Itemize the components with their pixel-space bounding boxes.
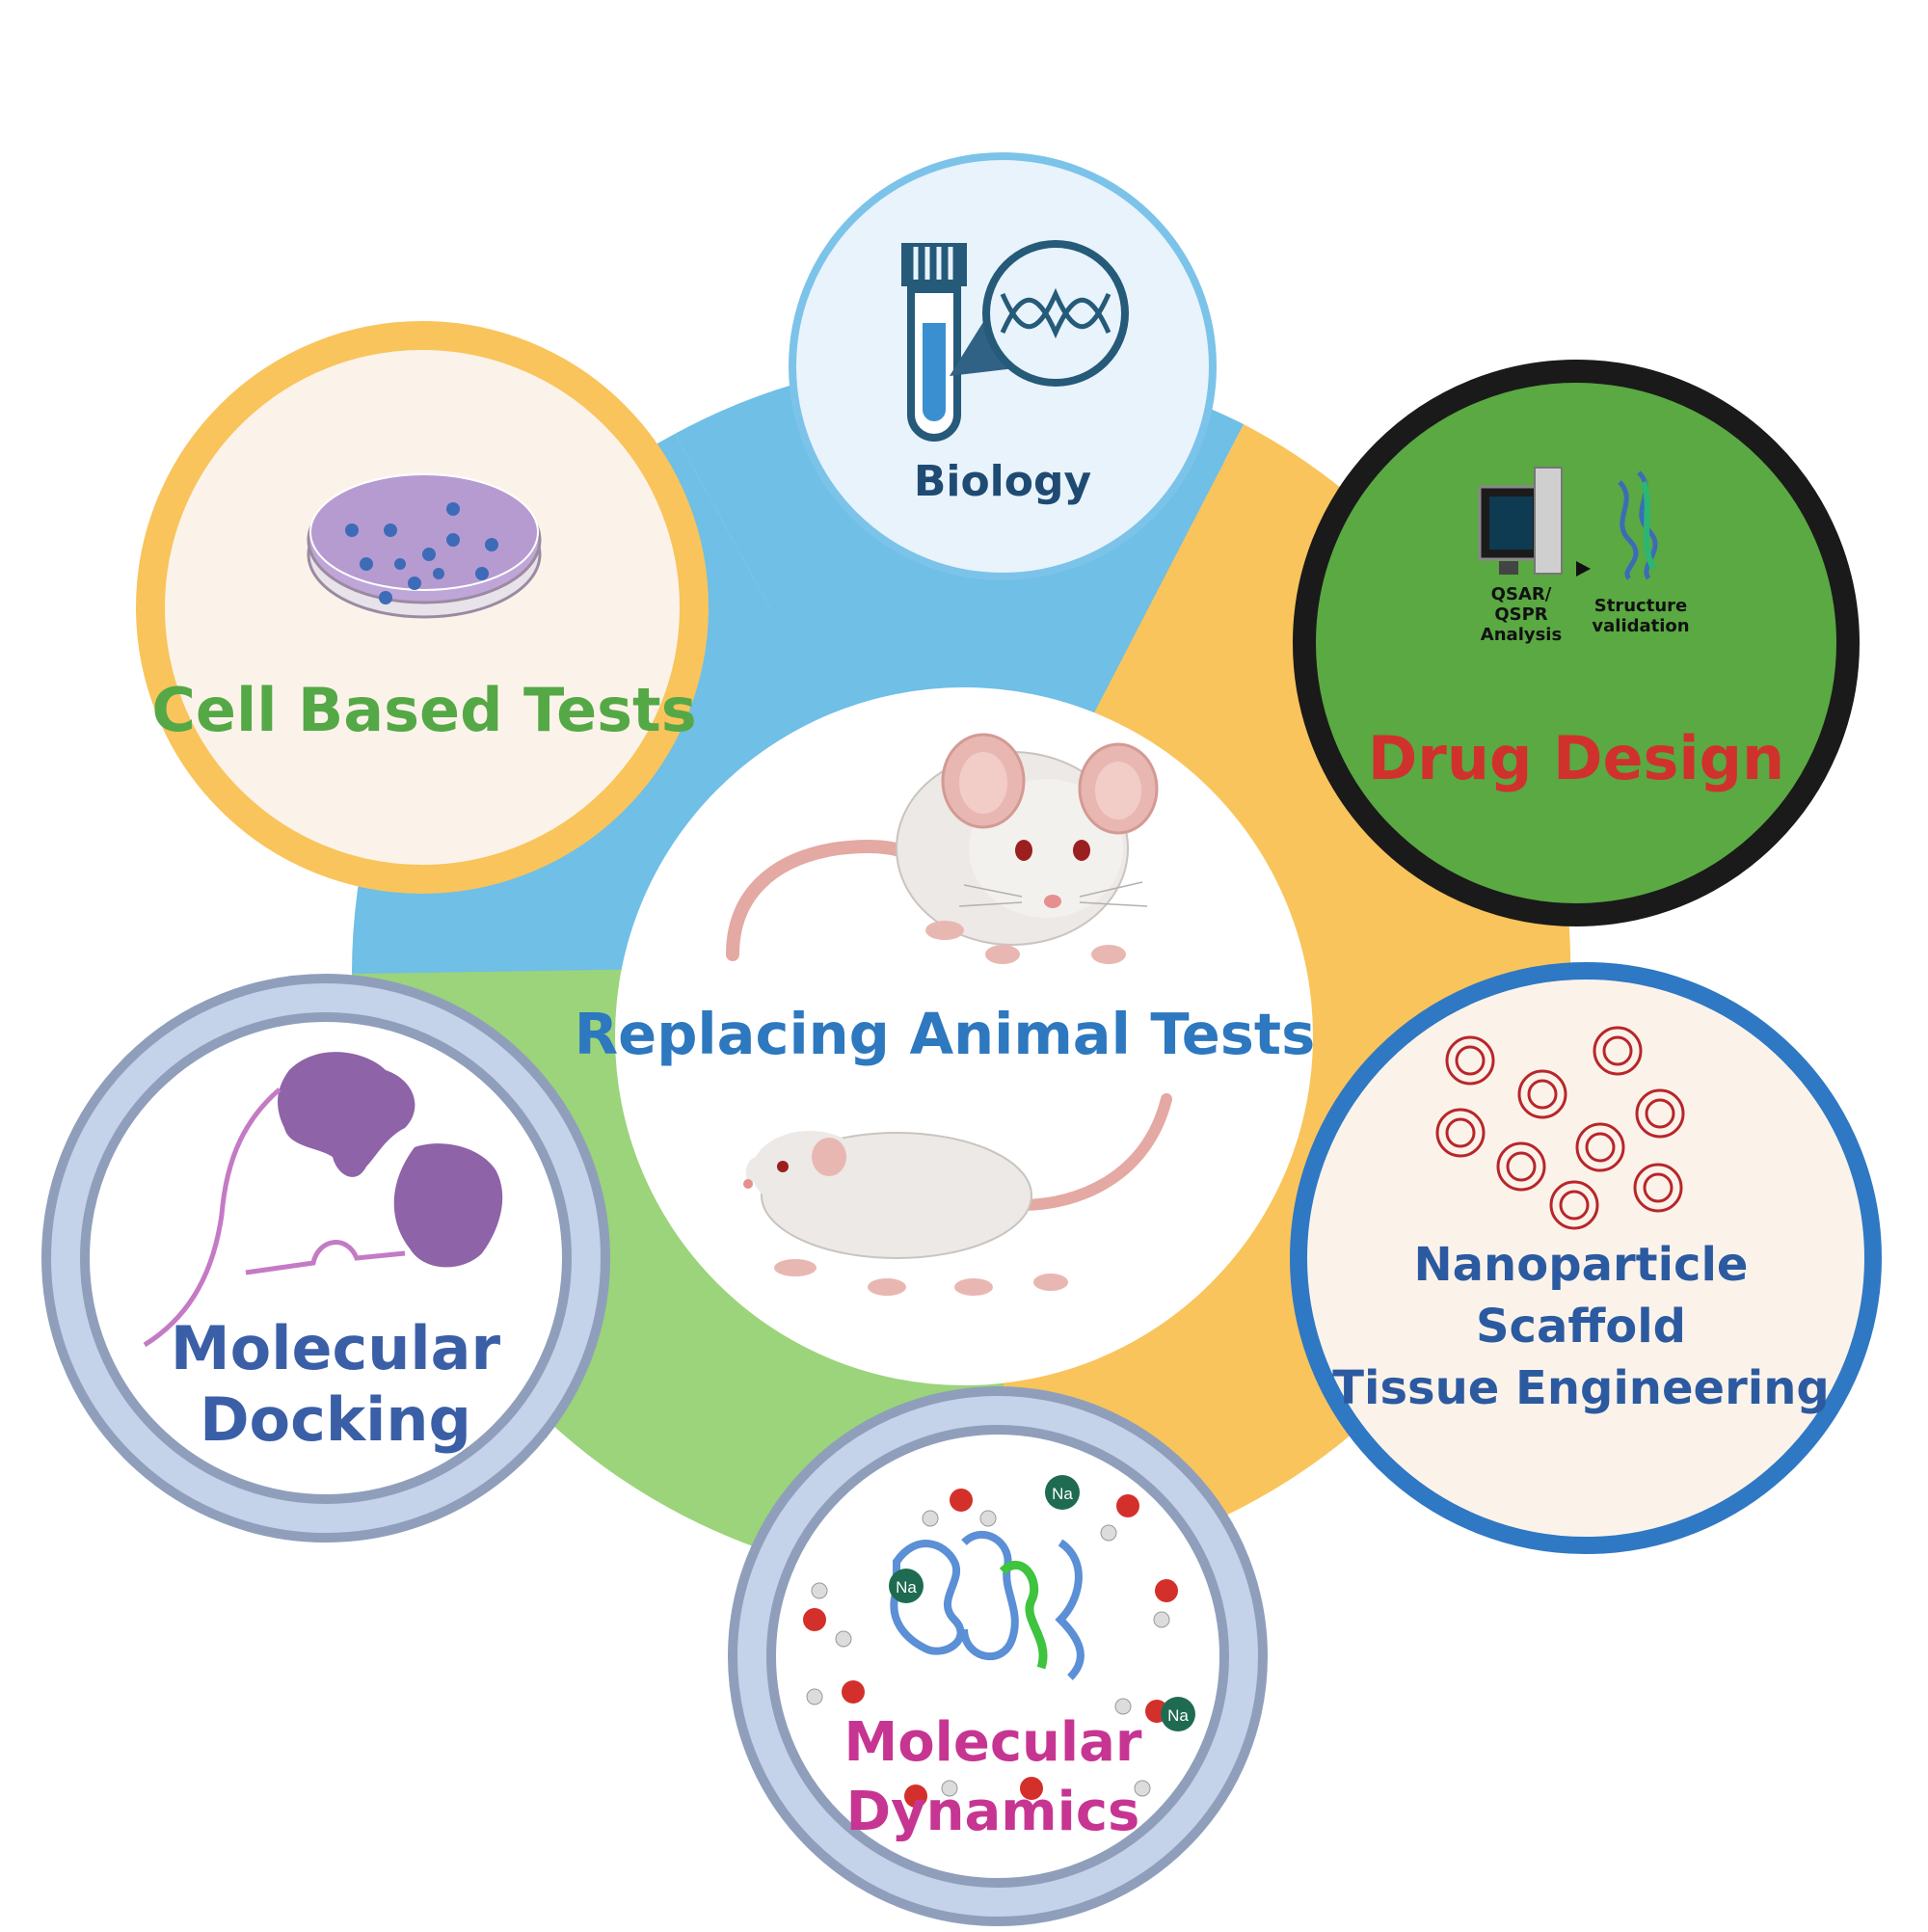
nano-line-1: Nanoparticle [1413,1238,1749,1292]
test-tube-dna-icon [901,240,1129,442]
dynamics-line-1: Molecular [844,1711,1142,1774]
nanoparticle-cluster-icon [1435,1026,1685,1230]
nano-node [1290,962,1882,1554]
center-label: Replacing Animal Tests [574,1001,1316,1067]
rat-icon [743,1093,1172,1296]
structure-label: Structure validation [1592,596,1689,636]
na-ion-2: Na [896,1578,917,1597]
qsar-line-1: QSAR/ [1490,584,1552,604]
docking-node [41,974,610,1543]
petri-dish-icon [307,473,542,619]
structure-line-2: validation [1592,616,1690,636]
na-ion-3: Na [1167,1706,1189,1725]
mouse-icon [726,733,1159,964]
na-ion-1: Na [1052,1485,1073,1503]
nano-label: Nanoparticle Scaffold Tissue Engineering [1332,1234,1829,1419]
dynamics-label: Molecular Dynamics [844,1708,1141,1847]
drug-node [1293,360,1860,926]
docking-line-1: Molecular [170,1313,501,1383]
protein-rna-icon [143,1052,503,1348]
biology-label: Biology [913,457,1092,506]
nano-line-2: Scaffold [1475,1300,1687,1354]
cell-node [136,321,709,894]
biology-node [789,152,1217,580]
structure-line-1: Structure [1593,596,1688,616]
qsar-label: QSAR/ QSPR Analysis [1481,584,1562,645]
dynamics-line-2: Dynamics [845,1781,1140,1843]
cell-label: Cell Based Tests [151,675,697,745]
drug-label: Drug Design [1367,723,1785,793]
qsar-line-2: QSPR [1494,604,1548,625]
dynamics-node: Na Na Na [728,1386,1268,1926]
docking-line-2: Docking [200,1384,471,1455]
docking-label: Molecular Docking [171,1313,500,1456]
computer-protein-icon [1478,467,1658,580]
qsar-line-3: Analysis [1480,625,1563,645]
nano-line-3: Tissue Engineering [1332,1361,1830,1415]
protein-water-icon: Na Na Na [803,1475,1195,1808]
